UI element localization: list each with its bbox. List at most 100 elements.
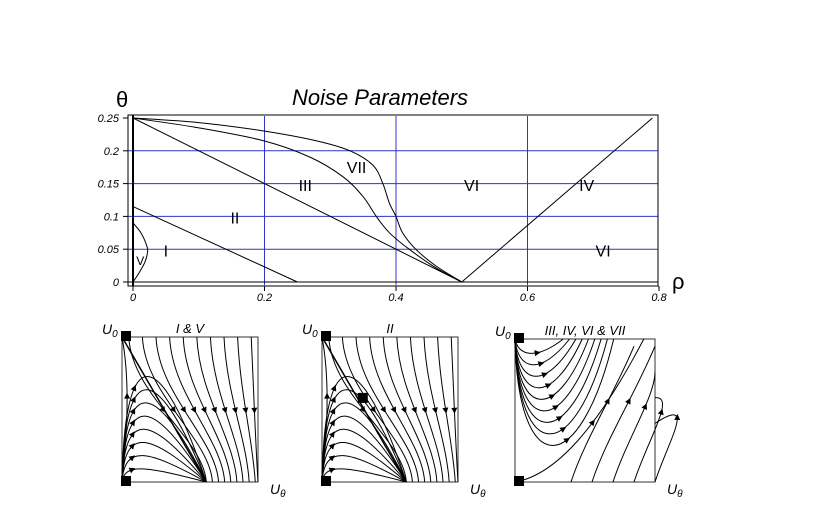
streamline xyxy=(570,345,635,483)
panel-frame xyxy=(514,338,656,483)
flow-arrow xyxy=(328,431,335,438)
panel-title: II xyxy=(386,321,394,336)
flow-arrow xyxy=(211,406,217,414)
flow-arrow xyxy=(555,416,563,422)
region-label: VI xyxy=(464,178,479,195)
streamline xyxy=(654,414,678,483)
streamline xyxy=(437,336,456,483)
flow-arrow xyxy=(330,396,336,404)
boundary-curve xyxy=(132,222,149,283)
streamline xyxy=(321,455,407,483)
streamline xyxy=(514,338,645,483)
flow-arrow xyxy=(604,397,610,405)
region-label: VII xyxy=(347,160,367,177)
streamline xyxy=(250,336,259,483)
streamline xyxy=(514,338,602,423)
y-tick-label: 0.05 xyxy=(98,244,120,256)
flow-arrow xyxy=(130,396,136,404)
streamline xyxy=(155,336,220,483)
flow-arrow xyxy=(411,406,417,414)
boundary-curve xyxy=(132,117,463,283)
region-label: II xyxy=(230,211,239,228)
flow-arrow xyxy=(657,408,664,416)
streamline xyxy=(321,376,407,483)
streamline xyxy=(514,338,596,412)
region-label: III xyxy=(299,178,312,195)
flow-arrow xyxy=(544,383,552,389)
x-tick-label: 0.8 xyxy=(651,292,667,304)
flow-arrow xyxy=(128,443,135,450)
flow-arrow xyxy=(431,407,438,414)
streamline xyxy=(223,336,250,483)
fixed-point-marker xyxy=(357,392,368,403)
panel-title: III, IV, VI & VII xyxy=(545,323,626,338)
boundary-curve xyxy=(132,206,298,283)
x-tick-label: 0.4 xyxy=(388,292,403,304)
chart-title: Noise Parameters xyxy=(292,85,468,110)
streamline xyxy=(396,336,438,483)
flow-arrow xyxy=(231,407,238,414)
flow-arrow xyxy=(548,394,556,400)
panel-x-label: Uθ xyxy=(667,481,683,500)
x-tick-label: 0.6 xyxy=(520,292,536,304)
streamline xyxy=(450,336,459,483)
streamline xyxy=(514,338,577,377)
streamline xyxy=(514,338,589,400)
streamline xyxy=(121,455,207,483)
flow-arrow xyxy=(180,406,186,413)
flow-arrow xyxy=(128,431,135,438)
flow-arrow xyxy=(242,407,249,414)
region-label: V xyxy=(136,254,144,268)
streamline xyxy=(514,338,570,366)
y-tick-label: 0 xyxy=(113,277,120,289)
panel-x-label: Uθ xyxy=(270,481,286,500)
flow-arrow xyxy=(588,419,595,427)
fixed-point-marker xyxy=(121,476,131,486)
fixed-point-marker xyxy=(121,331,131,341)
fixed-point-marker xyxy=(321,331,331,341)
flow-arrow xyxy=(128,455,136,462)
flow-arrow xyxy=(328,443,335,450)
streamline xyxy=(182,336,232,483)
streamline xyxy=(633,397,664,483)
streamline xyxy=(321,336,328,483)
y-tick-label: 0.1 xyxy=(104,211,119,223)
region-label: VI xyxy=(596,244,611,261)
streamline xyxy=(321,402,407,483)
x-tick-label: 0.2 xyxy=(257,292,272,304)
streamline xyxy=(591,345,656,483)
streamline xyxy=(355,336,420,483)
flow-arrow xyxy=(129,419,135,427)
region-label: I xyxy=(164,244,168,261)
flow-arrow xyxy=(625,397,631,405)
streamline xyxy=(121,336,128,483)
plot-frame xyxy=(127,114,659,287)
flow-arrow xyxy=(380,406,386,413)
flow-arrow xyxy=(541,372,548,378)
flow-arrow xyxy=(451,407,458,414)
flow-arrow xyxy=(324,392,331,399)
flow-arrow xyxy=(329,419,335,427)
panel-title: I & V xyxy=(176,321,206,336)
streamline xyxy=(409,336,444,483)
streamline xyxy=(341,336,413,483)
fixed-point-marker xyxy=(514,476,524,486)
panel-frame xyxy=(121,336,259,483)
x-tick-label: 0 xyxy=(130,292,137,304)
flow-arrow xyxy=(128,467,136,474)
streamline xyxy=(121,376,207,483)
flow-arrow xyxy=(328,467,336,474)
x-axis-label: ρ xyxy=(672,269,685,294)
flow-arrow xyxy=(251,407,258,414)
panel-frame xyxy=(321,336,459,483)
separatrix xyxy=(121,336,207,483)
streamline xyxy=(169,336,226,483)
separatrix xyxy=(321,336,407,483)
panel-y-label: U0 xyxy=(302,321,318,340)
flow-arrow xyxy=(552,405,559,411)
flow-arrow xyxy=(124,392,131,399)
boundary-curve xyxy=(132,117,462,283)
